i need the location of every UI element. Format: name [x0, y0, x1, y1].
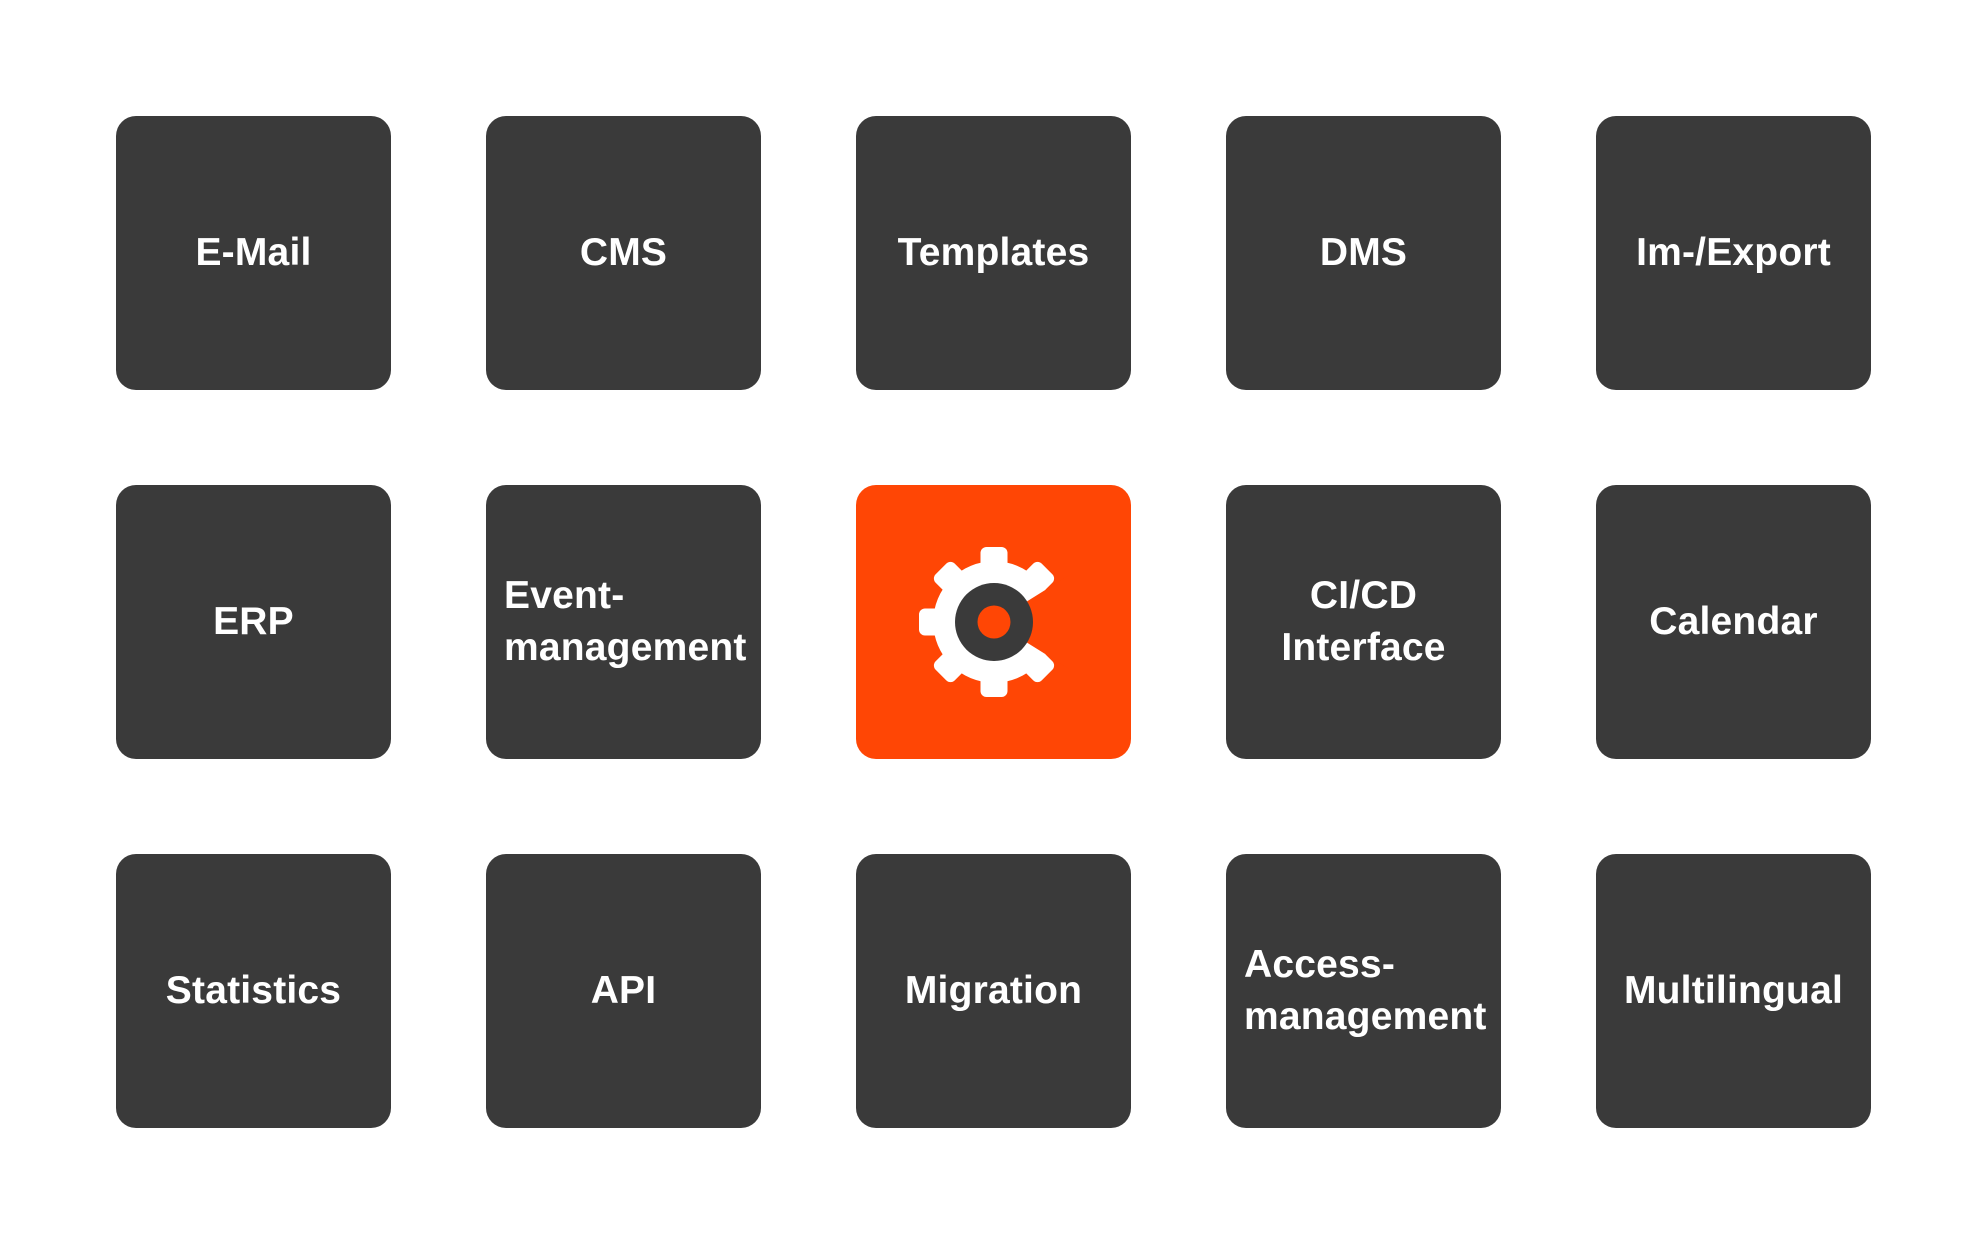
tile-label: CMS — [579, 230, 668, 274]
tile-label: DMS — [1319, 230, 1408, 274]
tile-event-management[interactable]: Event-management — [486, 485, 761, 759]
tile-calendar[interactable]: Calendar — [1596, 485, 1871, 759]
tile-label: Statistics — [165, 968, 342, 1012]
tile-label: ERP — [213, 599, 294, 643]
tile-label: Templates — [897, 230, 1090, 274]
tile-migration[interactable]: Migration — [856, 854, 1131, 1128]
tile-label: Event-management — [504, 573, 747, 669]
tile-multilingual[interactable]: Multilingual — [1596, 854, 1871, 1128]
tile-label: API — [590, 968, 657, 1012]
gear-c-logo-icon — [918, 547, 1069, 697]
tile-im-export[interactable]: Im-/Export — [1596, 116, 1871, 390]
tile-label: Im-/Export — [1636, 230, 1831, 274]
tile-email[interactable]: E-Mail — [116, 116, 391, 390]
tile-label: E-Mail — [195, 230, 312, 274]
tile-label: Calendar — [1649, 599, 1818, 643]
tile-label: CI/CD Interface — [1281, 573, 1446, 669]
tile-templates[interactable]: Templates — [856, 116, 1131, 390]
tile-label: Access-management — [1244, 942, 1487, 1038]
tile-access-management[interactable]: Access-management — [1226, 854, 1501, 1128]
tile-label: Multilingual — [1623, 968, 1844, 1012]
tile-logo[interactable] — [856, 485, 1131, 759]
tile-api[interactable]: API — [486, 854, 761, 1128]
tile-dms[interactable]: DMS — [1226, 116, 1501, 390]
tile-cicd-interface[interactable]: CI/CD Interface — [1226, 485, 1501, 759]
tile-label: Migration — [904, 968, 1083, 1012]
tile-erp[interactable]: ERP — [116, 485, 391, 759]
tile-cms[interactable]: CMS — [486, 116, 761, 390]
tile-statistics[interactable]: Statistics — [116, 854, 391, 1128]
